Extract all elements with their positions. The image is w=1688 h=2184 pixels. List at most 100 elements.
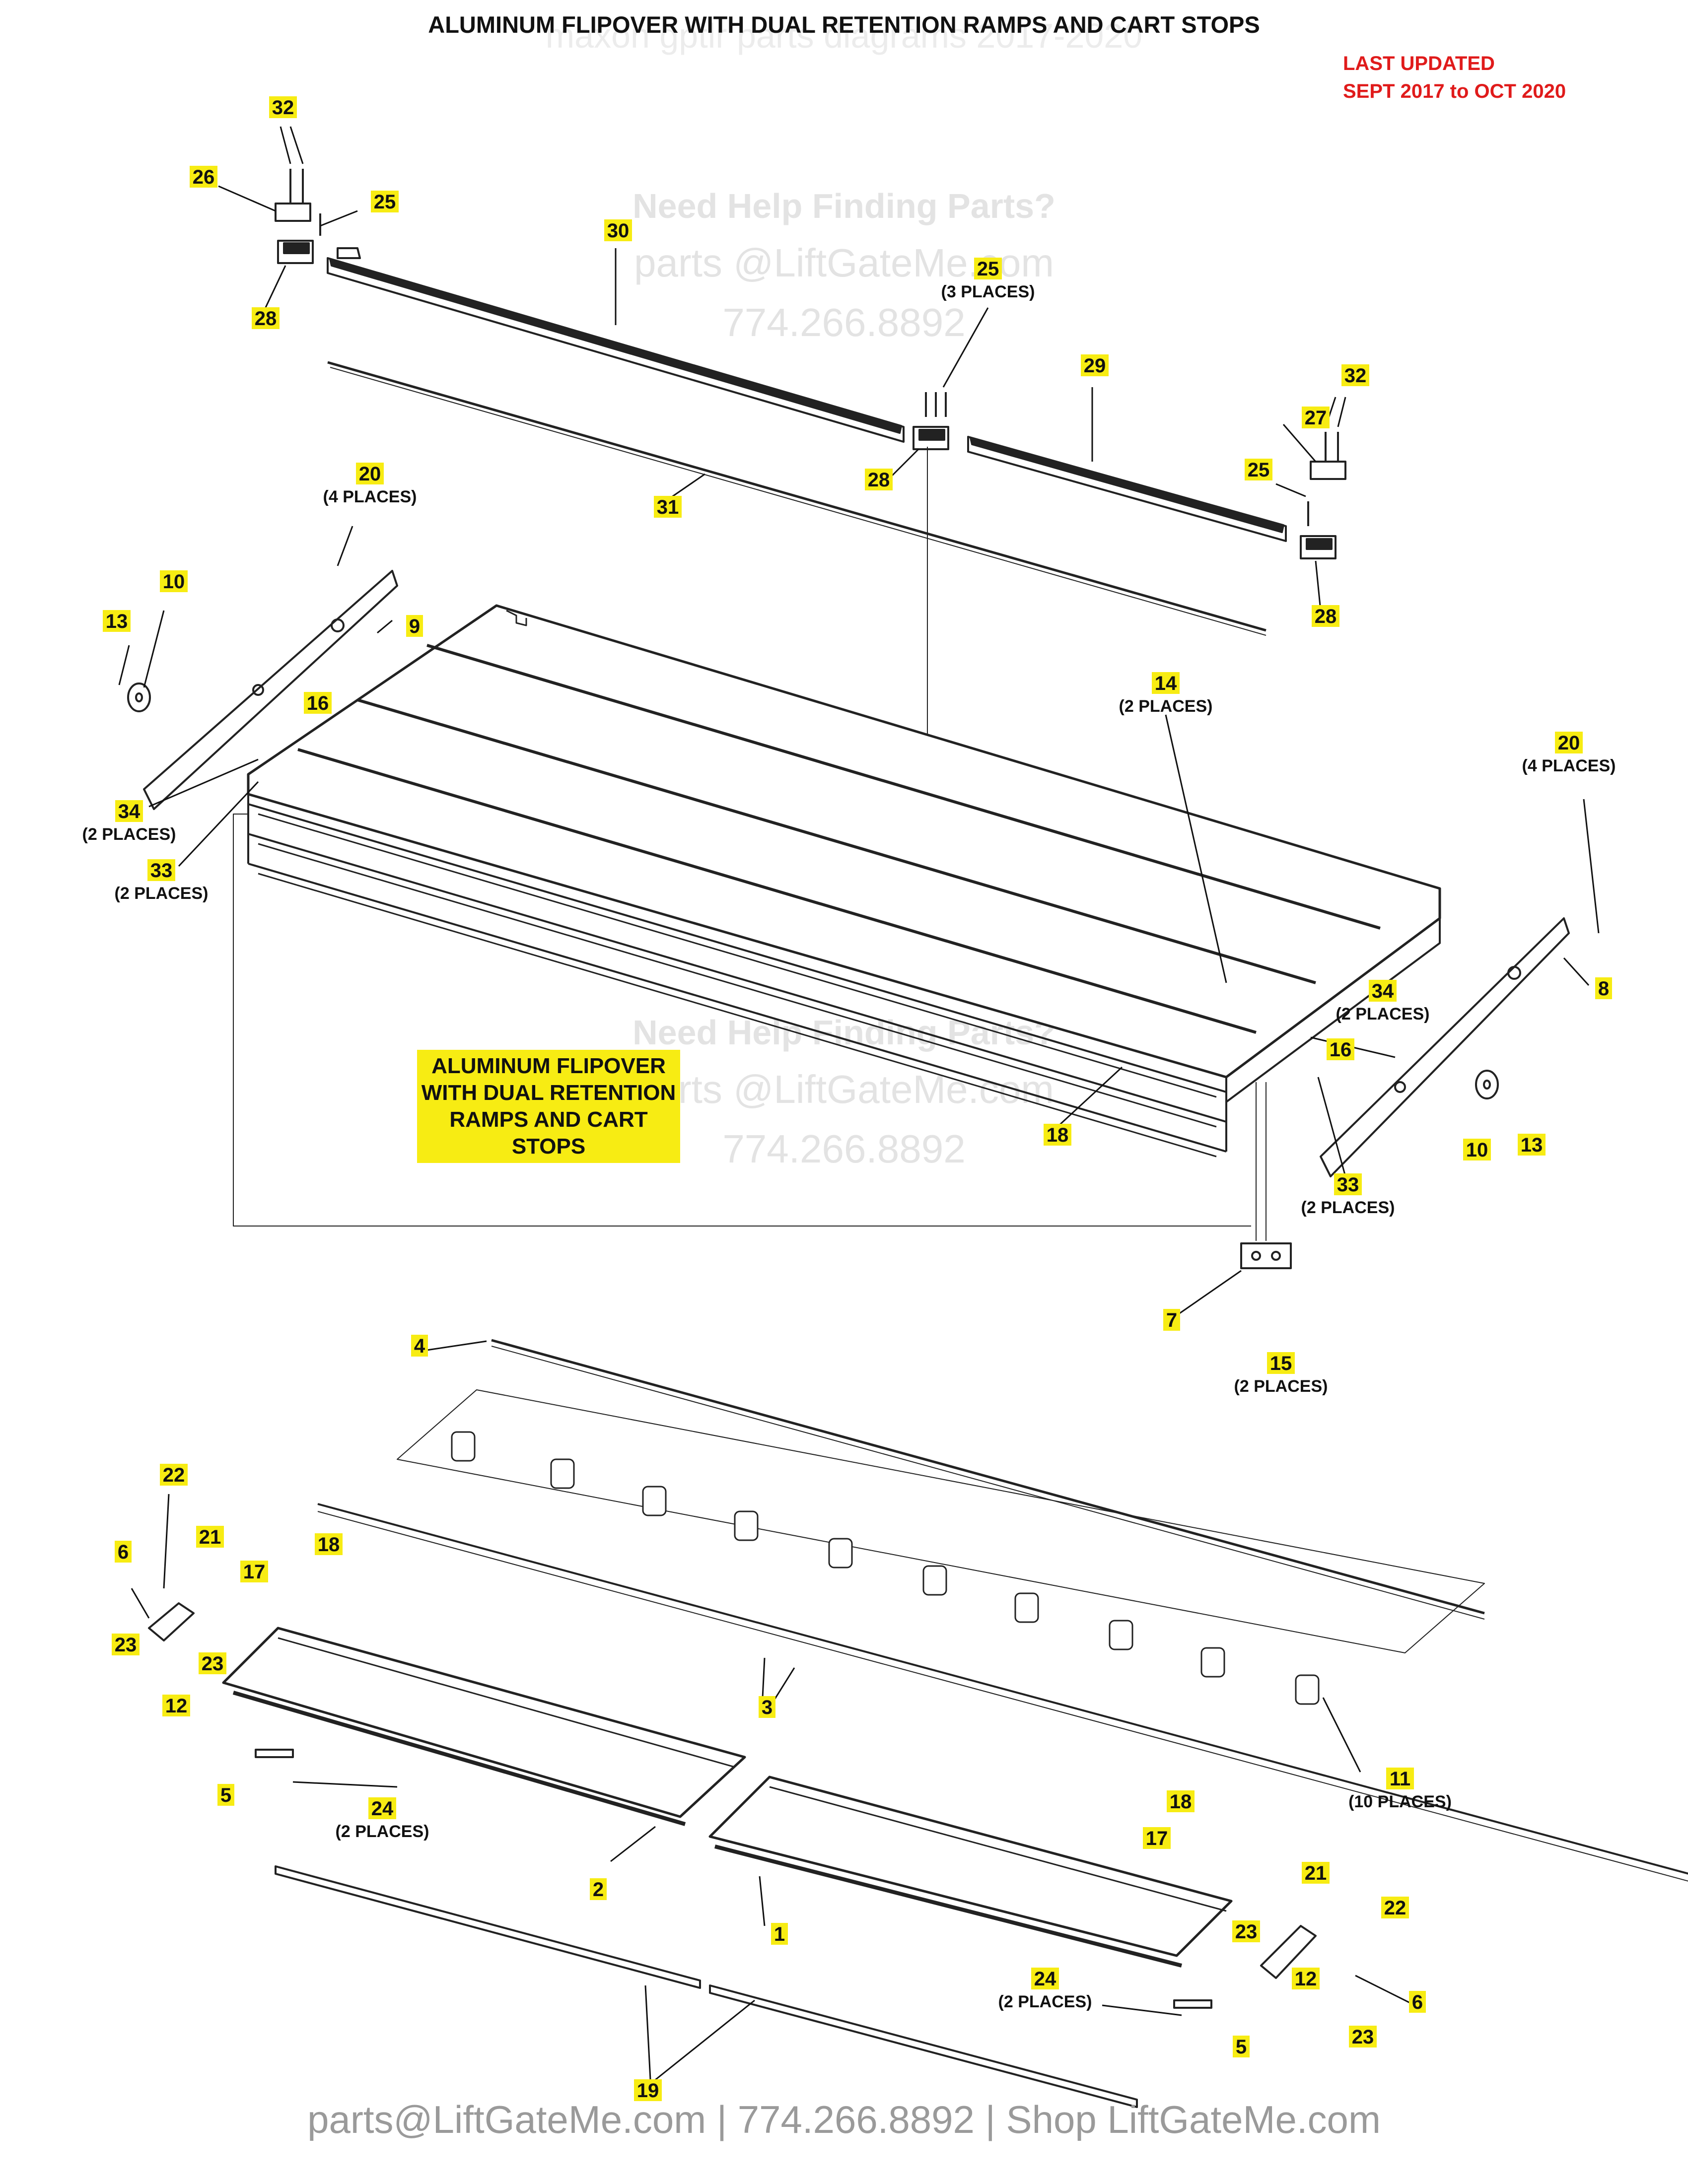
part-label-11: 11(10 PLACES) bbox=[1348, 1768, 1452, 1811]
part-number-highlight bbox=[356, 463, 384, 484]
side-plate-8 bbox=[1320, 917, 1570, 1177]
part-quantity: (2 PLACES) bbox=[1234, 1377, 1328, 1396]
plates-5 bbox=[255, 1749, 1212, 2009]
part-number: 34 bbox=[1372, 980, 1394, 1002]
part-label-23: 23 bbox=[1232, 1920, 1260, 1943]
part-number: 12 bbox=[165, 1695, 188, 1717]
part-number: 22 bbox=[163, 1464, 185, 1486]
part-number: 23 bbox=[1235, 1921, 1258, 1943]
part-label-19: 19 bbox=[634, 2079, 662, 2102]
side-plate-9 bbox=[143, 570, 398, 810]
part-number-highlight bbox=[1302, 1862, 1330, 1884]
part-label-9: 9 bbox=[406, 615, 423, 637]
washer-10-right bbox=[1475, 1070, 1499, 1099]
part-number-highlight bbox=[1341, 364, 1369, 386]
part-number-highlight bbox=[1302, 407, 1330, 428]
part-number-highlight bbox=[162, 1695, 190, 1716]
part-number: 16 bbox=[1330, 1039, 1352, 1061]
part-label-18: 18 bbox=[1167, 1790, 1195, 1813]
help-phone-2: 774.266.8892 bbox=[722, 1127, 966, 1171]
part-number-highlight bbox=[1081, 354, 1109, 376]
part-label-22: 22 bbox=[1381, 1897, 1409, 1919]
part-number-highlight bbox=[1369, 980, 1397, 1002]
part-number: 25 bbox=[977, 258, 999, 280]
part-label-14: 14(2 PLACES) bbox=[1119, 672, 1212, 716]
part-number: 32 bbox=[272, 97, 294, 119]
part-number-highlight bbox=[865, 469, 893, 490]
part-number: 19 bbox=[637, 2080, 659, 2102]
part-number-highlight bbox=[1152, 672, 1180, 694]
part-number: 20 bbox=[359, 463, 381, 485]
part-label-13: 13 bbox=[103, 610, 131, 632]
part-quantity: (3 PLACES) bbox=[941, 282, 1035, 301]
part-number-highlight bbox=[304, 692, 332, 714]
part-number: 26 bbox=[193, 166, 215, 188]
part-number: 10 bbox=[163, 571, 185, 593]
footer-contact: parts@LiftGateMe.com | 774.266.8892 | Sh… bbox=[307, 2098, 1381, 2141]
help-heading: Need Help Finding Parts? bbox=[633, 187, 1055, 225]
part-label-18: 18 bbox=[315, 1533, 343, 1556]
part-label-31: 31 bbox=[654, 496, 682, 518]
part-number: 4 bbox=[414, 1335, 425, 1357]
part-number: 23 bbox=[115, 1634, 137, 1656]
part-number-highlight bbox=[1409, 1991, 1426, 2013]
part-number: 6 bbox=[118, 1541, 129, 1563]
part-label-26: 26 bbox=[190, 166, 217, 188]
bracket-26 bbox=[275, 169, 311, 222]
part-number-highlight bbox=[1381, 1897, 1409, 1918]
part-number: 32 bbox=[1344, 365, 1367, 387]
part-number-highlight bbox=[368, 1797, 396, 1819]
last-updated: LAST UPDATED SEPT 2017 to OCT 2020 bbox=[1343, 50, 1566, 105]
watermark-top: maxon gptlr parts diagrams 2017-2020 bbox=[545, 16, 1143, 55]
part-label-18: 18 bbox=[1044, 1124, 1071, 1146]
part-label-20: 20(4 PLACES) bbox=[1522, 732, 1616, 775]
part-quantity: (2 PLACES) bbox=[336, 1822, 429, 1841]
part-number: 14 bbox=[1155, 673, 1177, 694]
block-28-left bbox=[277, 240, 314, 264]
part-quantity: (2 PLACES) bbox=[115, 884, 209, 903]
part-label-32: 32 bbox=[1341, 364, 1369, 387]
part-label-32: 32 bbox=[269, 96, 297, 119]
part-label-4: 4 bbox=[411, 1335, 428, 1357]
part-number-highlight bbox=[190, 166, 217, 188]
part-label-10: 10 bbox=[160, 570, 188, 593]
part-label-17: 17 bbox=[240, 1561, 268, 1583]
part-number: 8 bbox=[1598, 978, 1609, 1000]
part-number-highlight bbox=[1044, 1124, 1071, 1146]
part-label-21: 21 bbox=[1302, 1862, 1330, 1884]
part-number-highlight bbox=[634, 2079, 662, 2101]
part-label-23: 23 bbox=[199, 1652, 226, 1675]
part-number: 15 bbox=[1270, 1353, 1292, 1374]
part-label-23: 23 bbox=[1349, 2026, 1377, 2048]
part-number-highlight bbox=[759, 1696, 775, 1718]
part-number: 25 bbox=[1248, 459, 1270, 481]
part-label-5: 5 bbox=[1233, 2036, 1250, 2058]
part-number: 22 bbox=[1384, 1897, 1407, 1919]
part-label-17: 17 bbox=[1143, 1827, 1171, 1849]
part-number-highlight bbox=[1163, 1309, 1180, 1331]
part-number: 18 bbox=[1047, 1124, 1069, 1146]
part-number-highlight bbox=[315, 1533, 343, 1555]
part-label-6: 6 bbox=[115, 1541, 132, 1563]
part-number-highlight bbox=[147, 859, 175, 881]
part-number-highlight bbox=[406, 615, 423, 637]
part-number: 13 bbox=[106, 611, 128, 632]
part-number-highlight bbox=[1334, 1173, 1362, 1195]
ramp-rail-30 bbox=[327, 247, 905, 443]
part-label-22: 22 bbox=[160, 1464, 188, 1486]
part-number: 9 bbox=[409, 615, 420, 637]
part-number: 33 bbox=[1337, 1174, 1359, 1196]
washer-10-left bbox=[127, 682, 151, 712]
part-number-highlight bbox=[115, 800, 143, 822]
part-number-highlight bbox=[654, 496, 682, 518]
part-label-16: 16 bbox=[1327, 1038, 1354, 1061]
part-label-34: 34(2 PLACES) bbox=[82, 800, 176, 844]
part-quantity: (2 PLACES) bbox=[1301, 1198, 1395, 1217]
part-number-highlight bbox=[1233, 2036, 1250, 2057]
shaft-4 bbox=[491, 1339, 1485, 1620]
part-number-highlight bbox=[1031, 1968, 1059, 1989]
part-number-highlight bbox=[112, 1634, 140, 1655]
part-number: 24 bbox=[1034, 1968, 1056, 1990]
